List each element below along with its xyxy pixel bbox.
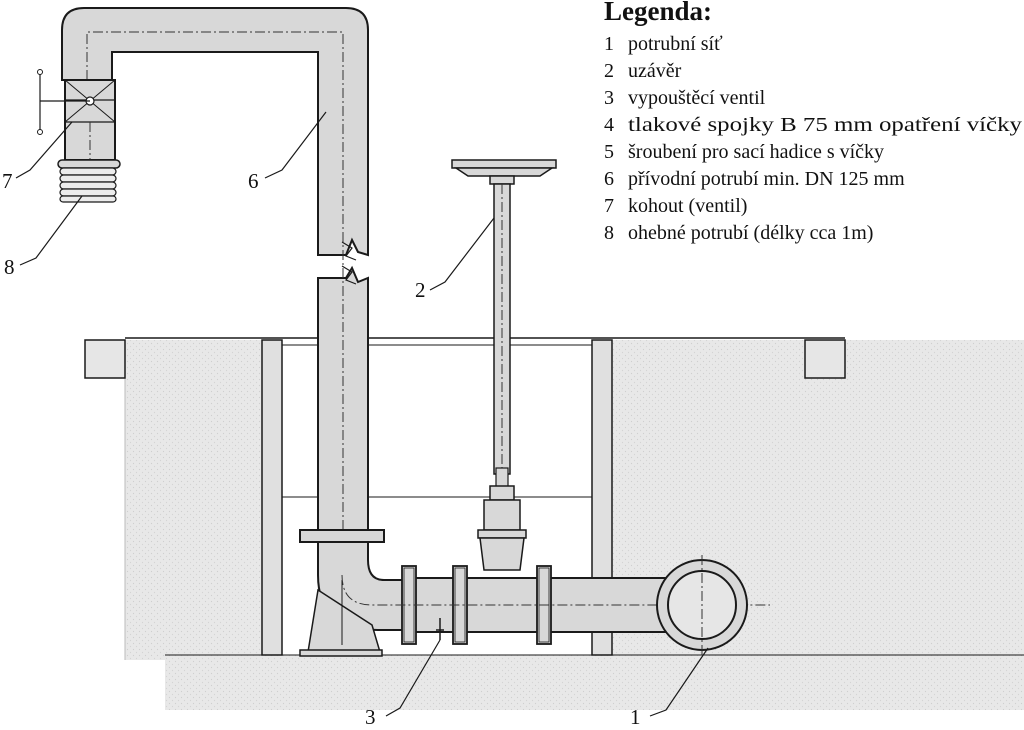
legend-num-1: 1 bbox=[604, 33, 614, 55]
callout-1: 1 bbox=[630, 705, 641, 725]
pit-wall-left bbox=[261, 339, 283, 656]
legend-num-8: 8 bbox=[604, 222, 614, 244]
valve-box bbox=[37, 69, 116, 161]
legend-num-4: 4 bbox=[604, 114, 614, 136]
legend-text-1: potrubní síť bbox=[628, 33, 723, 55]
flexible-hose bbox=[57, 159, 121, 203]
ground-bottom bbox=[165, 655, 1024, 710]
legend-text-2: uzávěr bbox=[628, 60, 682, 82]
legend: Legenda: 1 potrubní síť 2 uzávěr 3 vypou… bbox=[604, 0, 1022, 244]
callout-6: 6 bbox=[248, 169, 259, 193]
pit bbox=[84, 337, 1024, 710]
legend-text-5: šroubení pro sací hadice s víčky bbox=[628, 141, 884, 163]
legend-text-7: kohout (ventil) bbox=[628, 195, 747, 217]
legend-text-8: ohebné potrubí (délky cca 1m) bbox=[628, 222, 873, 244]
callout-2: 2 bbox=[415, 278, 426, 302]
cover-block-left bbox=[84, 339, 126, 379]
callout-3: 3 bbox=[365, 705, 376, 725]
leader-lines bbox=[15, 111, 709, 717]
supply-pipe-upper bbox=[61, 7, 369, 257]
supply-pipe bbox=[61, 7, 369, 531]
supply-flange bbox=[299, 529, 385, 543]
legend-text-3: vypouštěcí ventil bbox=[628, 87, 766, 109]
shutoff-valve bbox=[451, 159, 557, 571]
pit-wall-right bbox=[591, 339, 613, 656]
legend-num-3: 3 bbox=[604, 87, 614, 109]
handwheel bbox=[451, 159, 557, 169]
legend-num-5: 5 bbox=[604, 141, 614, 163]
legend-num-7: 7 bbox=[604, 195, 614, 217]
callout-8: 8 bbox=[4, 255, 15, 279]
lower-pipe bbox=[299, 529, 770, 657]
legend-text-4: tlakové spojky B 75 mm opatření víčky bbox=[628, 114, 1022, 136]
callout-7: 7 bbox=[2, 169, 13, 193]
legend-num-2: 2 bbox=[604, 60, 614, 82]
legend-text-6: přívodní potrubí min. DN 125 mm bbox=[628, 168, 905, 190]
legend-num-6: 6 bbox=[604, 168, 614, 190]
cover-block-right bbox=[804, 339, 846, 379]
ground-left bbox=[125, 340, 265, 660]
legend-title: Legenda: bbox=[604, 0, 712, 26]
